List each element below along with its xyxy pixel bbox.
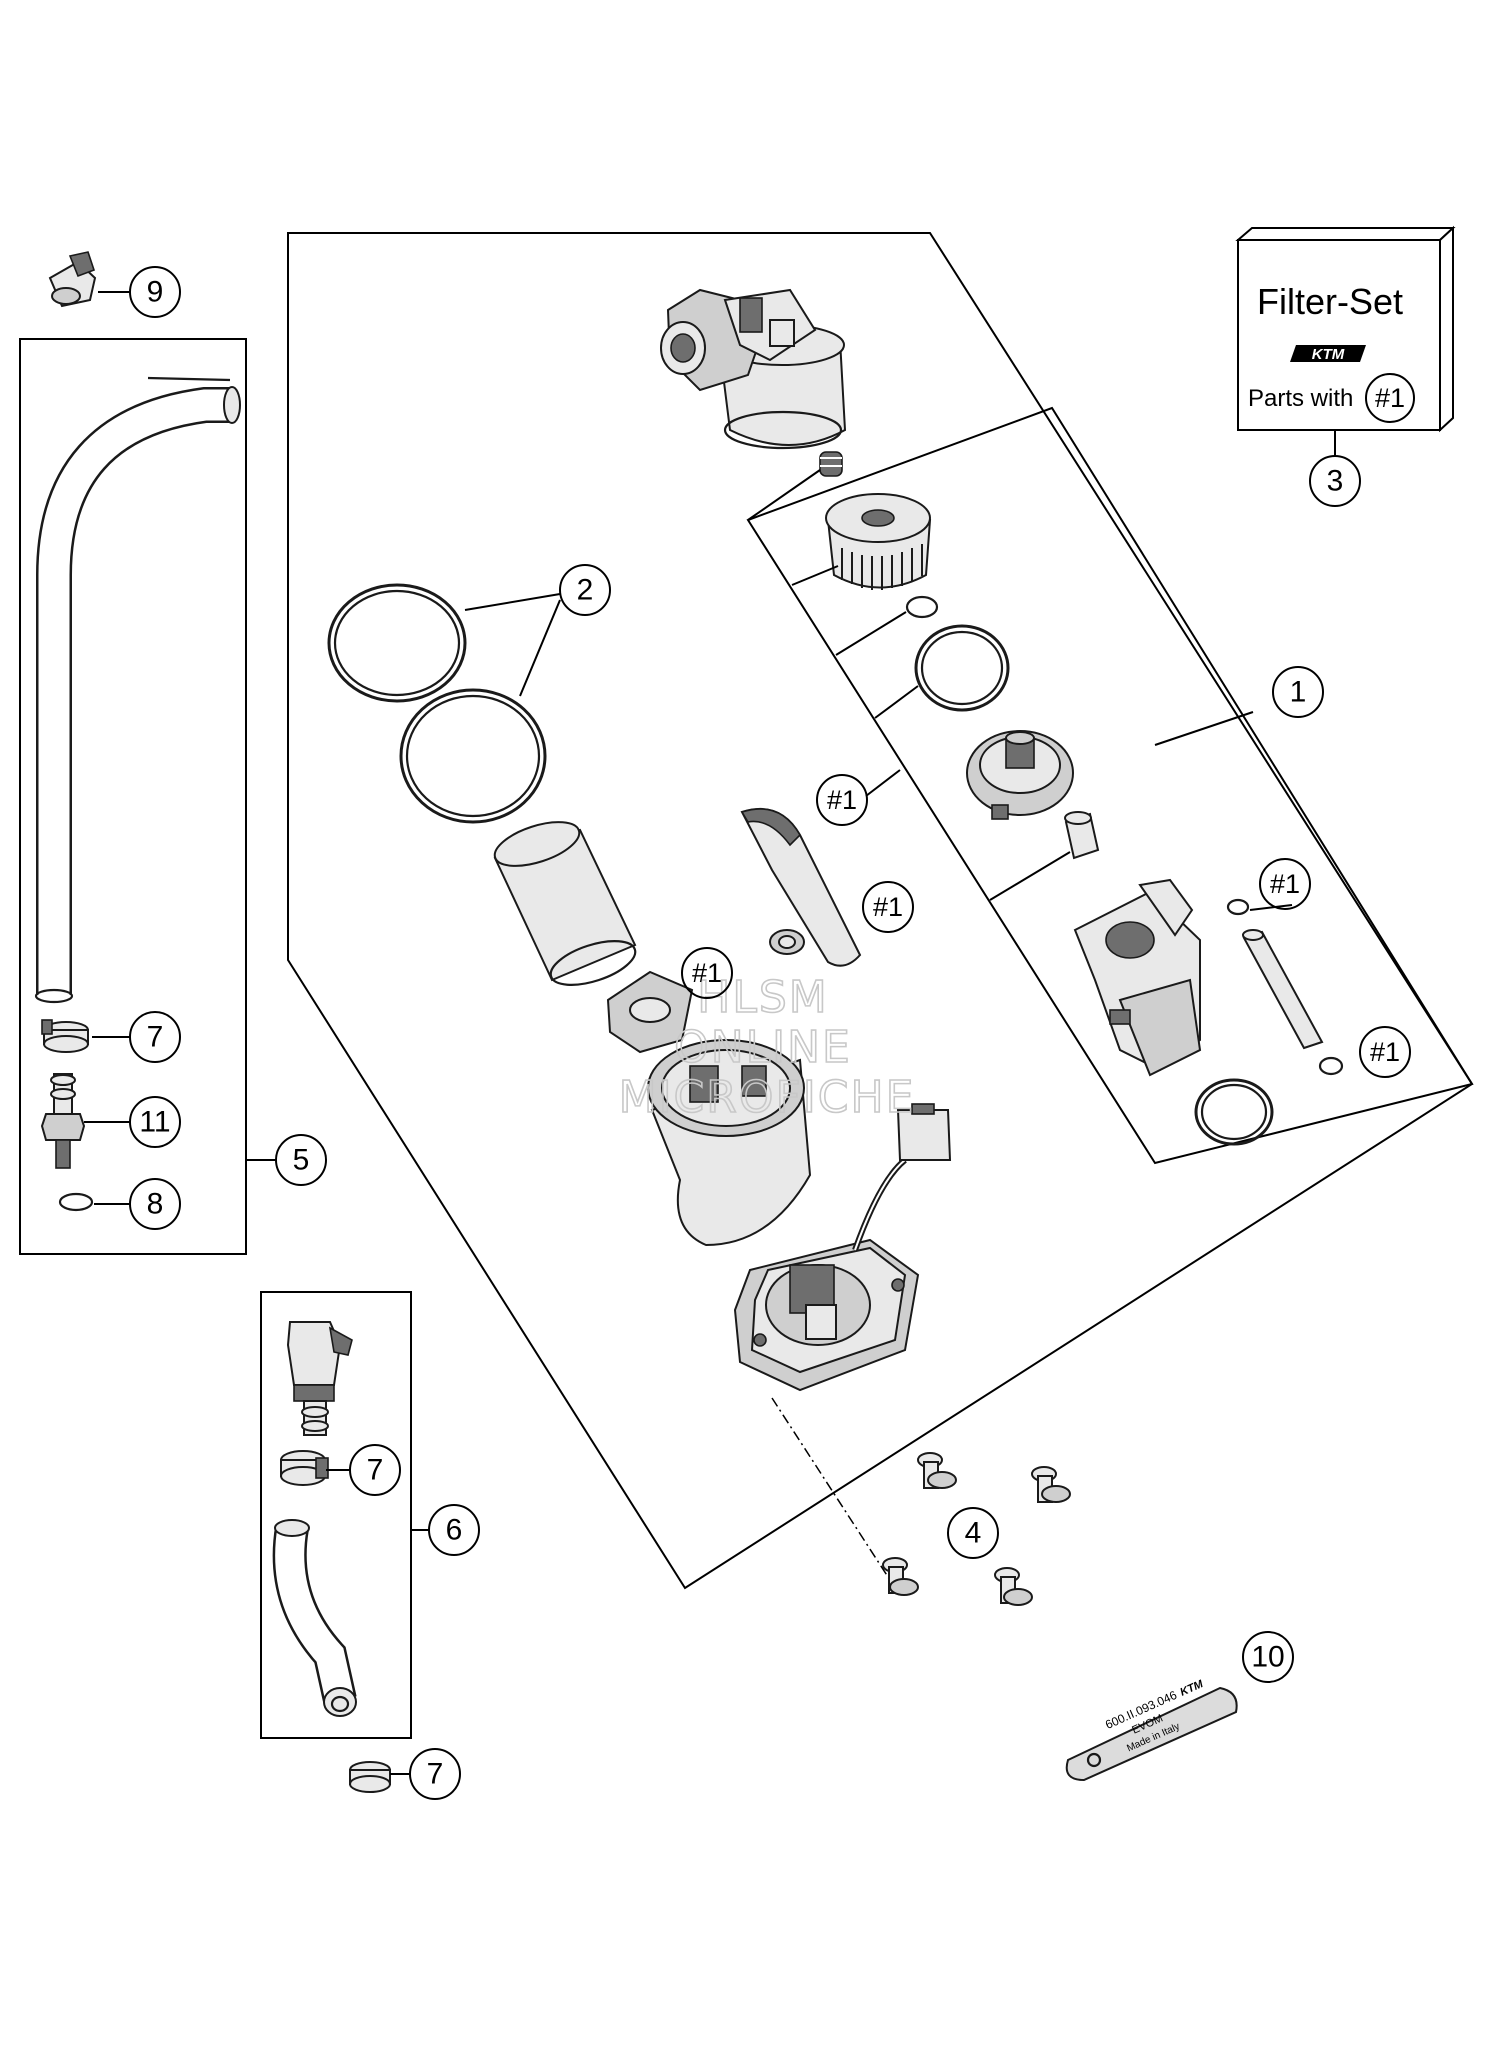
- watermark: HLSM ONLINE MICROFICHE: [618, 971, 916, 1124]
- pump-filter-o-ring: [1226, 898, 1344, 1076]
- callout-4[interactable]: 4: [947, 1507, 999, 1559]
- svg-text:#1: #1: [873, 892, 903, 922]
- svg-text:6: 6: [446, 1514, 463, 1547]
- watermark-line2: ONLINE: [674, 1022, 852, 1073]
- callout-7-kit5[interactable]: 7: [129, 1011, 181, 1063]
- callout-6[interactable]: 6: [428, 1504, 480, 1556]
- pump-sleeve: [493, 821, 637, 986]
- heat-shield: [740, 807, 862, 967]
- callout-2[interactable]: 2: [559, 564, 611, 616]
- callout-9[interactable]: 9: [129, 266, 181, 318]
- hose-kit-6-frame: [260, 1291, 412, 1739]
- small-tube: [1064, 811, 1100, 860]
- svg-text:10: 10: [1251, 1641, 1284, 1674]
- filter-marker-pump[interactable]: #1: [1259, 858, 1311, 910]
- callout-1[interactable]: 1: [1272, 666, 1324, 718]
- callout-8[interactable]: 8: [129, 1178, 181, 1230]
- clip-connector-part-9: [48, 251, 97, 308]
- svg-text:KTM: KTM: [1312, 346, 1345, 363]
- svg-text:7: 7: [147, 1021, 164, 1054]
- o-rings-part-2: [327, 583, 547, 824]
- callout-11[interactable]: 11: [129, 1096, 181, 1148]
- svg-text:#1: #1: [827, 785, 857, 815]
- filter-set-box: Filter-Set KTM Parts with #1: [1235, 225, 1456, 433]
- filter-marker-upper[interactable]: #1: [816, 774, 868, 826]
- identification-plate-part-10: 600.II.093.046 EVOM Made in Italy KTM: [1065, 1678, 1238, 1782]
- svg-text:#1: #1: [1270, 869, 1300, 899]
- pump-holder: [647, 1039, 812, 1247]
- retaining-clip: [606, 970, 694, 1054]
- svg-text:7: 7: [367, 1454, 384, 1487]
- screw-axis-line: [771, 1397, 891, 1581]
- svg-text:5: 5: [293, 1144, 310, 1177]
- hose-fitting-part-11: [40, 1073, 86, 1169]
- quick-connector: [286, 1321, 353, 1436]
- svg-text:#1: #1: [1370, 1037, 1400, 1067]
- hose-kit-5-frame: [19, 338, 247, 1255]
- pump-outlet-tube: [1242, 929, 1324, 1050]
- svg-text:3: 3: [1327, 465, 1344, 498]
- svg-text:1: 1: [1290, 676, 1307, 709]
- fuel-hose-pipe: [34, 376, 241, 1004]
- pump-o-ring: [1194, 1078, 1274, 1146]
- callout-10[interactable]: 10: [1242, 1631, 1294, 1683]
- svg-text:7: 7: [427, 1758, 444, 1791]
- hose-clamp-part-7: [41, 1019, 89, 1053]
- filter-set-marker: #1: [1375, 383, 1405, 413]
- filter-marker-oring[interactable]: #1: [1359, 1026, 1411, 1078]
- callout-3[interactable]: 3: [1309, 455, 1361, 507]
- ktm-logo: KTM: [1290, 345, 1366, 363]
- wiring-connector: [852, 1103, 952, 1252]
- filter-set-title: Filter-Set: [1257, 281, 1403, 322]
- pressure-regulator: [966, 730, 1074, 820]
- filter-cartridge: [825, 493, 932, 590]
- fuel-pump-assembly-frame: [287, 232, 1474, 1590]
- watermark-line3: MICROFICHE: [619, 1072, 916, 1123]
- filter-o-ring: [914, 624, 1010, 712]
- hose-clamp-part-7-kit6: [280, 1450, 329, 1486]
- filter-marker-clip[interactable]: #1: [681, 947, 733, 999]
- callout-5[interactable]: 5: [275, 1134, 327, 1186]
- svg-text:11: 11: [139, 1106, 170, 1139]
- screws-part-4: [882, 1452, 1071, 1606]
- electric-pump: [1073, 878, 1202, 1077]
- small-o-ring: [905, 595, 939, 619]
- short-bent-hose: [272, 1519, 357, 1717]
- svg-text:2: 2: [577, 574, 594, 607]
- callout-7-loose[interactable]: 7: [409, 1748, 461, 1800]
- svg-text:4: 4: [965, 1517, 982, 1550]
- filter-subgroup-frame: [746, 406, 1474, 1165]
- pump-top-housing: [660, 288, 847, 450]
- filter-set-parts-with: Parts with: [1248, 385, 1353, 412]
- svg-text:#1: #1: [692, 958, 722, 988]
- pump-flange: [733, 1238, 920, 1392]
- svg-text:9: 9: [147, 276, 164, 309]
- filter-marker-shield[interactable]: #1: [862, 881, 914, 933]
- hose-clamp-part-7-loose: [349, 1761, 391, 1793]
- callout-7-kit6[interactable]: 7: [349, 1444, 401, 1496]
- spring: [819, 451, 843, 477]
- svg-text:8: 8: [147, 1188, 164, 1221]
- watermark-line1: HLSM: [697, 972, 829, 1023]
- rubber-grommet: [769, 929, 805, 955]
- o-ring-part-8: [58, 1192, 94, 1212]
